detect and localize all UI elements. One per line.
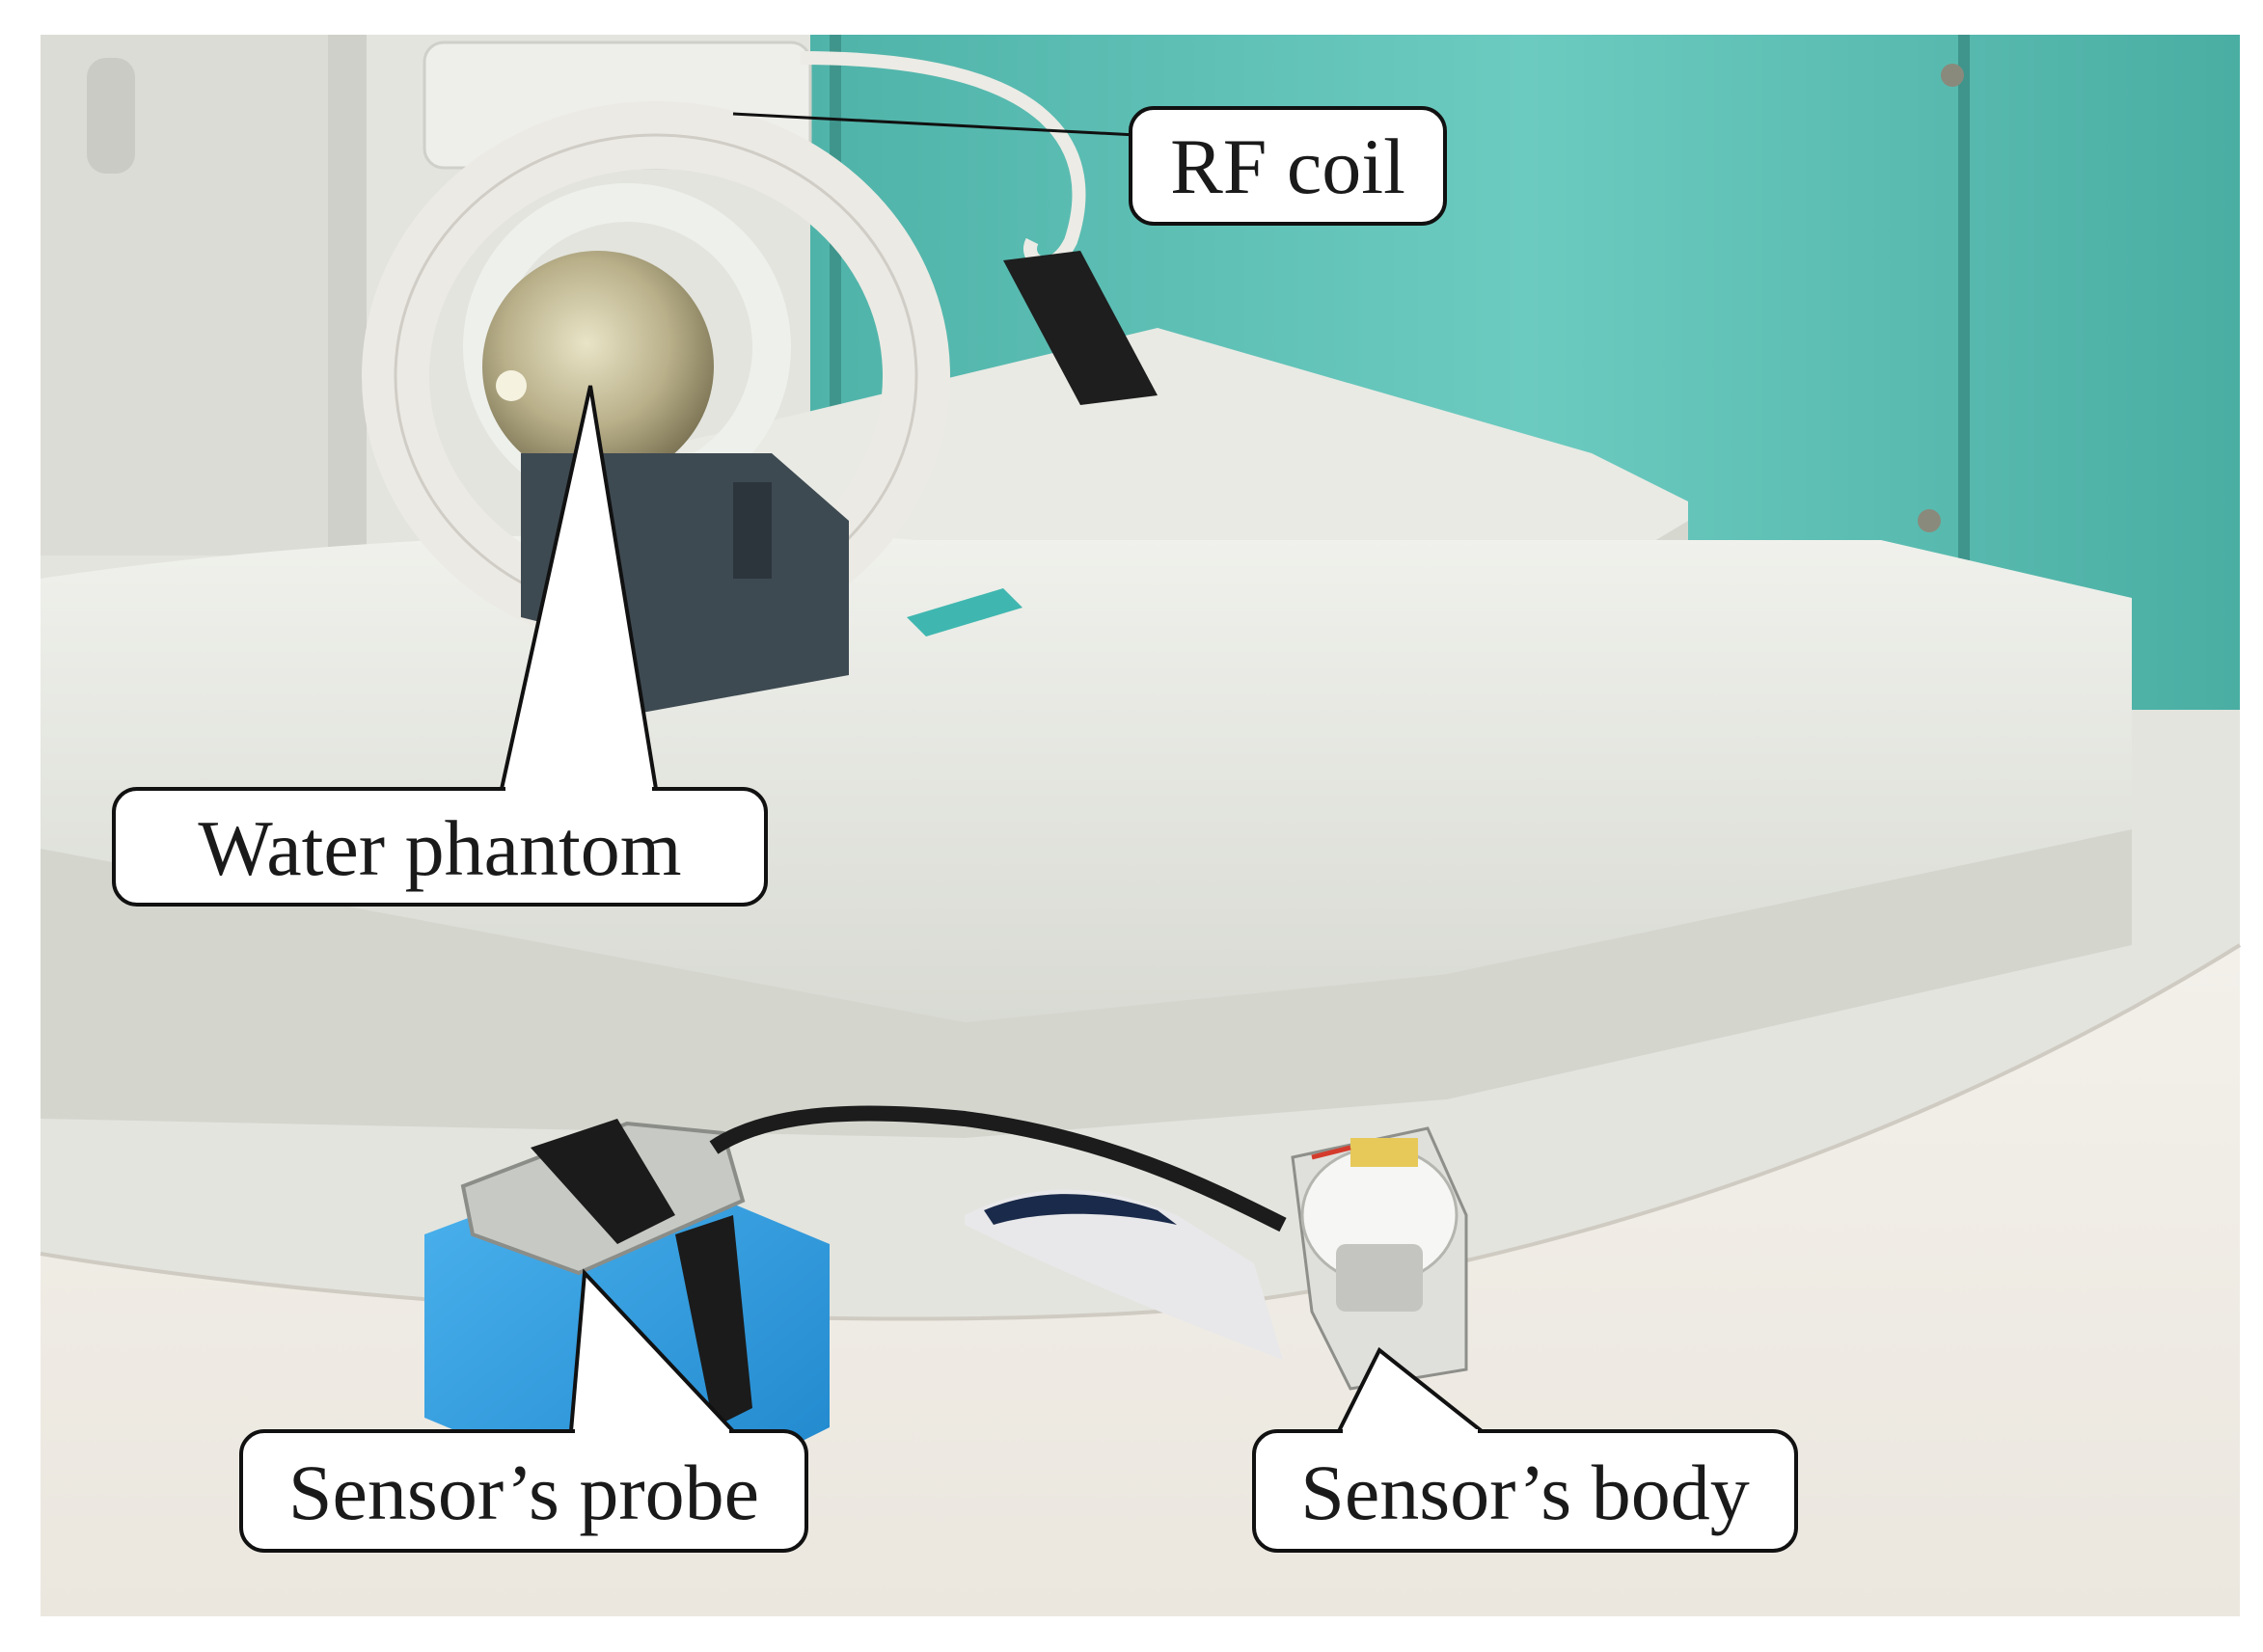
- probe-strap: [531, 1119, 675, 1244]
- cable-connector: [1003, 251, 1158, 405]
- velcro-strap: [965, 1189, 1283, 1360]
- sensor-probe-pointer: [569, 1268, 735, 1433]
- screw: [1918, 509, 1941, 532]
- rf-coil-label: RF coil: [1170, 122, 1405, 210]
- water-phantom-callout-box: [112, 787, 768, 907]
- screw: [1941, 64, 1964, 87]
- cabinet-handle: [87, 58, 135, 174]
- probe-cable: [709, 1105, 1287, 1232]
- sensor-body-callout-box: [1252, 1429, 1798, 1553]
- sensor-body-label: Sensor’s body: [1300, 1449, 1749, 1536]
- sensor-probe-label: Sensor’s probe: [288, 1449, 759, 1536]
- rf-coil-callout-box: [1129, 106, 1447, 226]
- water-phantom-pointer: [500, 385, 658, 790]
- rf-coil-leader: [732, 112, 1137, 137]
- water-phantom-sphere: [482, 251, 714, 482]
- water-phantom-label: Water phantom: [198, 804, 681, 892]
- sensor-probe-callout-box: [239, 1429, 808, 1553]
- sensor-body-pointer: [1337, 1346, 1484, 1433]
